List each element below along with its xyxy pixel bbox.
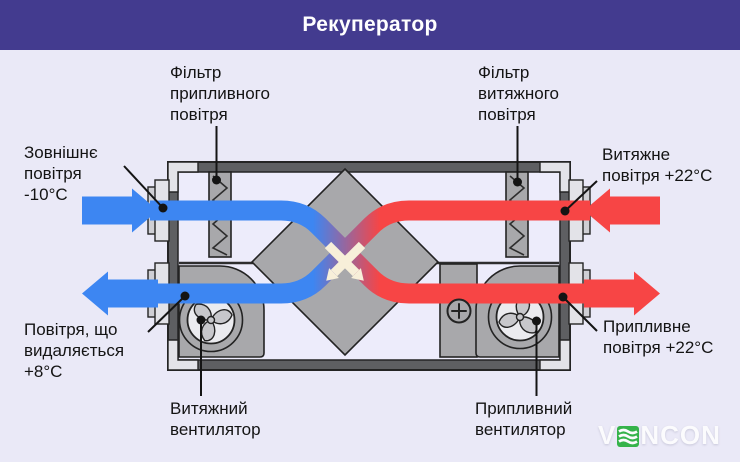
removed-air-arrow — [82, 271, 158, 316]
green-wave-icon — [617, 425, 640, 447]
vencon-logo: V NCON — [598, 419, 721, 450]
exhaust-fan-icon — [178, 265, 265, 358]
page-title: Рекуператор — [302, 13, 438, 36]
label-extract-air: Витяжне повітря +22°С — [602, 145, 713, 185]
corner-bracket — [539, 339, 571, 371]
logo-suffix: NCON — [640, 419, 721, 450]
label-supply-filter: Фільтр припливного повітря — [170, 63, 270, 124]
supply-air-arrow — [584, 271, 660, 316]
plus-badge — [446, 298, 472, 324]
header-bar: Рекуператор — [0, 0, 740, 50]
supply-fan-icon — [475, 265, 560, 358]
label-supply-air: Припливне повітря +22°С — [603, 317, 714, 357]
label-exhaust-filter: Фільтр витяжного повітря — [478, 63, 560, 124]
label-outside-air: Зовнішнє повітря -10°С — [24, 143, 98, 204]
label-removed-air: Повітря, що видаляється +8°С — [24, 320, 125, 381]
label-supply-fan: Припливний вентилятор — [475, 399, 573, 439]
outside-air-arrow — [82, 188, 158, 233]
label-exhaust-fan: Витяжний вентилятор — [170, 399, 261, 439]
leader-lines — [123, 126, 598, 396]
cross-flow-arrows-icon — [324, 241, 366, 281]
exhaust-air-stream — [150, 200, 590, 304]
corner-bracket — [167, 339, 199, 371]
extract-air-arrow — [584, 188, 660, 233]
logo-prefix: V — [598, 419, 617, 450]
